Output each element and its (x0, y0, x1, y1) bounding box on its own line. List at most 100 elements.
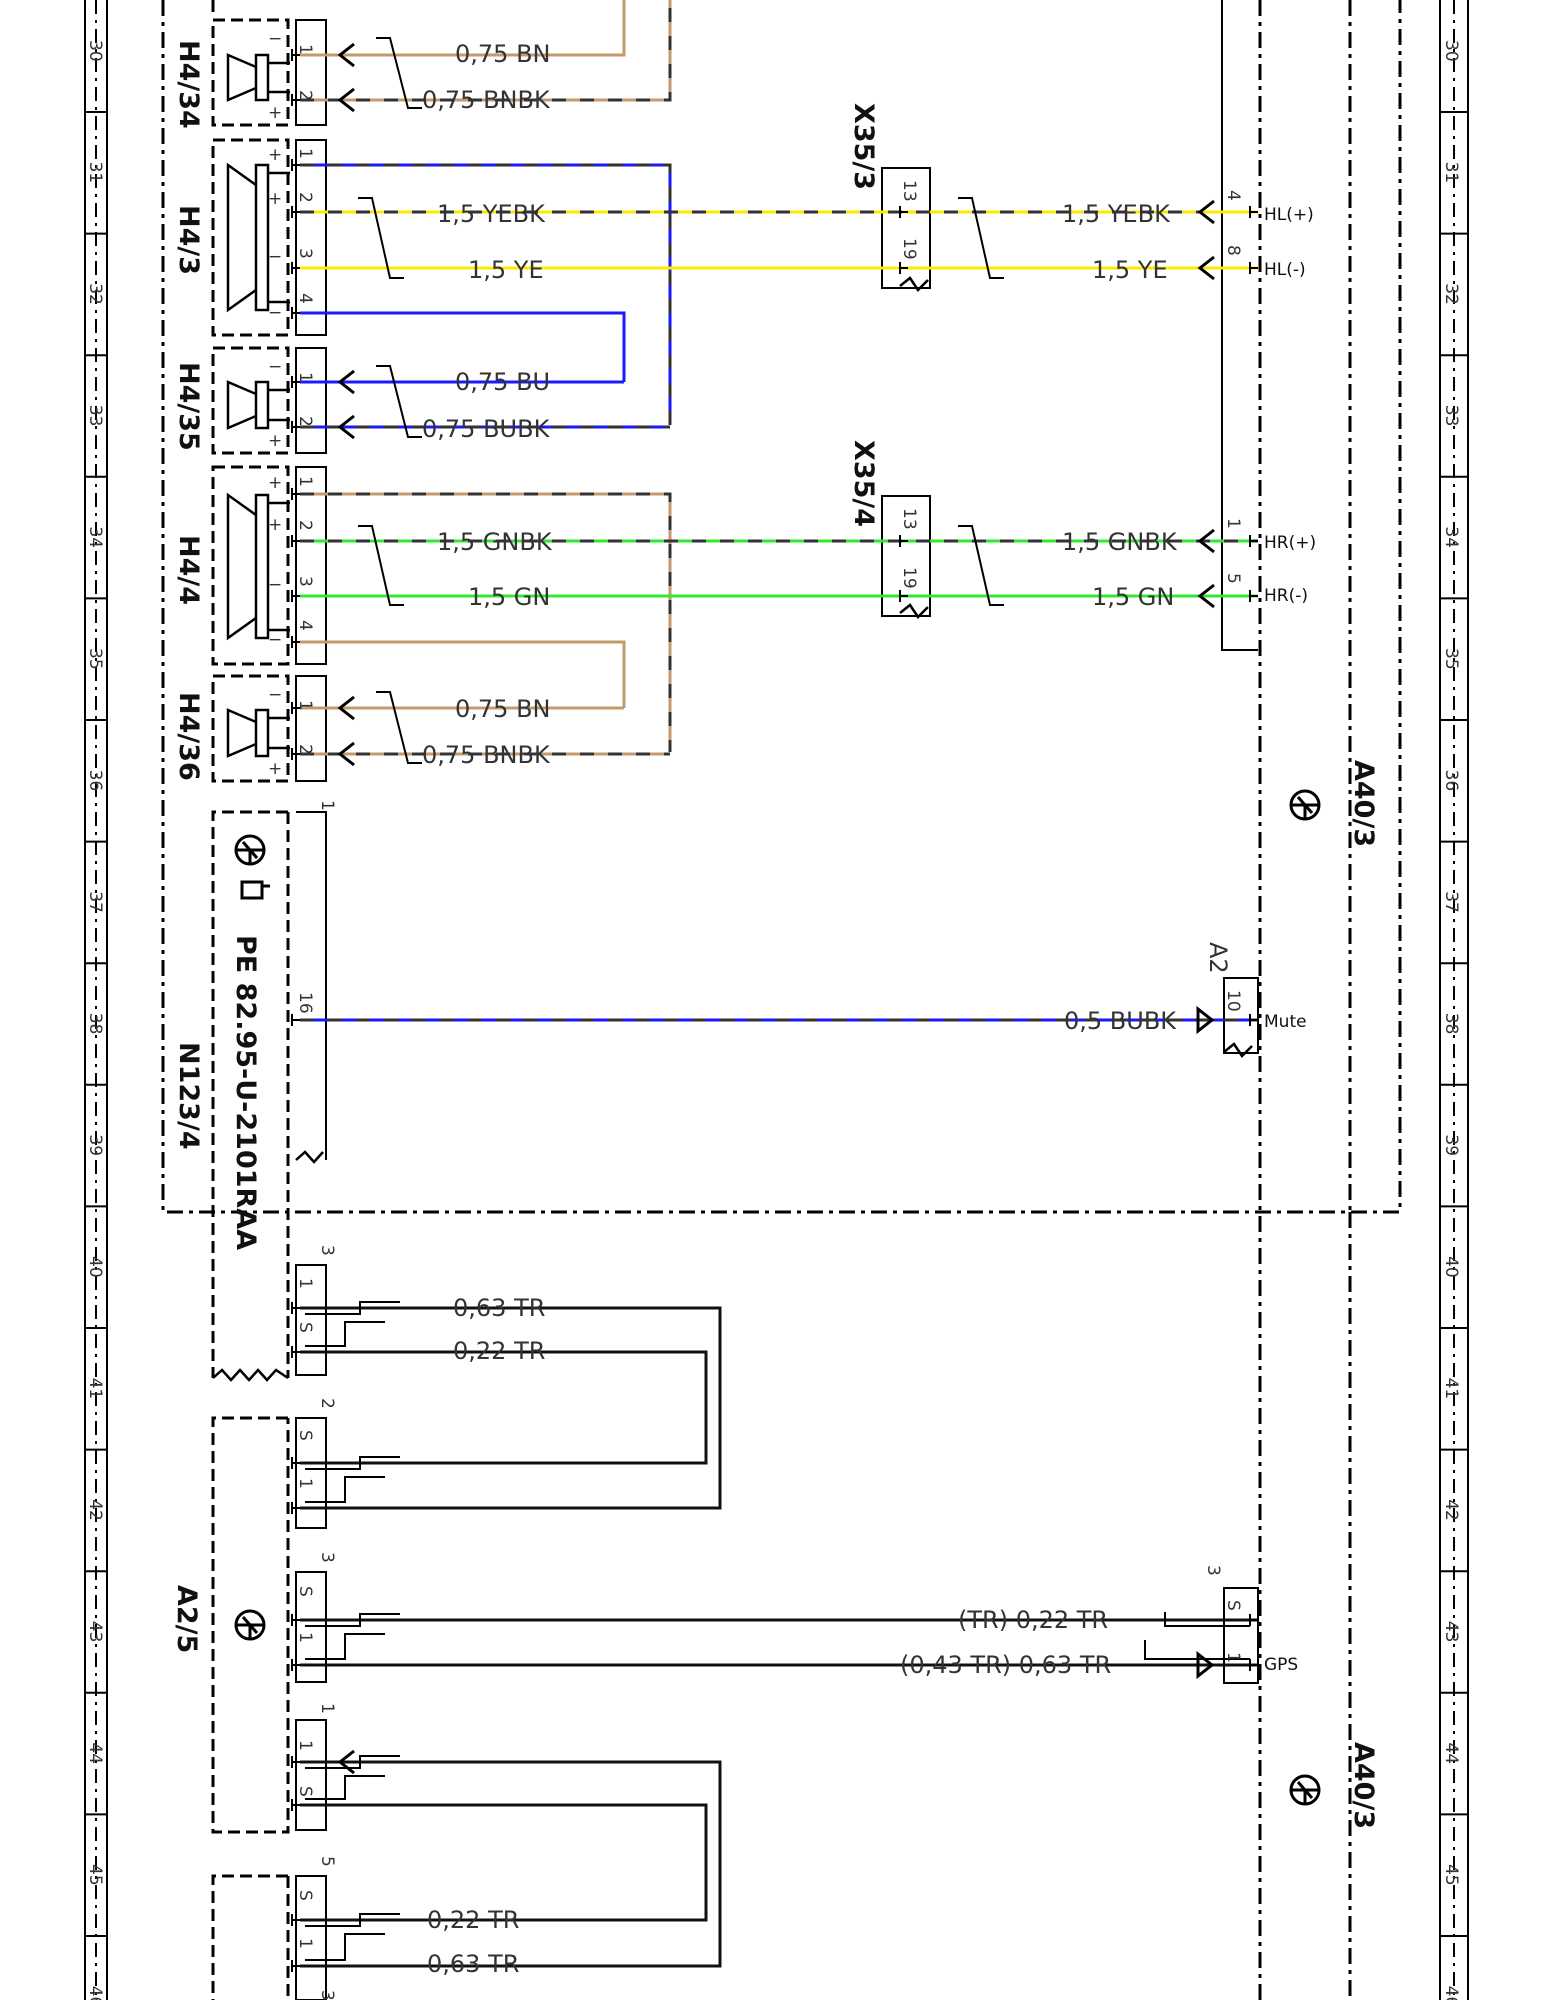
row-number: 39 (1441, 1134, 1461, 1156)
svg-text:1: 1 (295, 1278, 315, 1289)
wire-label: 0,22 TR (427, 1906, 519, 1934)
pin-terminal (291, 262, 300, 274)
speaker-icon (226, 162, 290, 313)
a2-5-frame (211, 1416, 290, 1834)
pin-terminal (1249, 262, 1258, 274)
h4-3-frame (211, 138, 290, 337)
svg-text:1: 1 (295, 1938, 315, 1949)
svg-text:3: 3 (295, 248, 315, 259)
twist-mark (376, 37, 422, 109)
svg-text:−: − (268, 303, 282, 323)
svg-text:13: 13 (899, 508, 919, 530)
svg-text:1: 1 (1223, 1652, 1243, 1663)
n123-4-frame (161, 0, 1402, 1214)
row-number: 37 (1441, 891, 1461, 913)
right-ruler (1439, 0, 1469, 2000)
row-number: 33 (1441, 405, 1461, 427)
speaker-icon (226, 380, 290, 430)
pin-terminal (291, 1457, 300, 1469)
wires (300, 0, 1258, 1968)
row-number: 44 (1441, 1742, 1461, 1764)
wire-label: 0,5 BUBK (1064, 1007, 1177, 1035)
svg-text:4: 4 (1223, 190, 1243, 201)
speakers (226, 53, 290, 758)
terminal-arrow (1197, 255, 1215, 281)
h4-34-frame (211, 18, 290, 127)
row-number: 31 (1441, 162, 1461, 184)
wire-label: 1,5 GNBK (437, 528, 553, 556)
wire-label: 0,75 BN (455, 40, 550, 68)
terminal-arrow (1197, 583, 1215, 609)
svg-text:S: S (295, 1430, 315, 1441)
tag-a40-3-top: A40/3 (1348, 760, 1379, 847)
twist-mark (958, 197, 1004, 279)
row-number: 43 (85, 1621, 105, 1643)
svg-text:2: 2 (295, 192, 315, 203)
wire-label: 1,5 GNBK (1062, 528, 1178, 556)
pin-terminal (291, 535, 300, 547)
svg-text:1: 1 (295, 372, 315, 383)
terminal-arrow (1196, 1650, 1215, 1680)
svg-text:13: 13 (899, 180, 919, 202)
svg-text:S: S (295, 1786, 315, 1797)
svg-text:1: 1 (295, 700, 315, 711)
h4-4-frame (211, 465, 290, 666)
pin-terminal (291, 636, 300, 648)
ground-symbol-icon (1289, 1774, 1321, 1806)
svg-text:+: + (268, 515, 282, 535)
svg-text:S: S (295, 1586, 315, 1597)
svg-text:S: S (1223, 1600, 1243, 1611)
tag-a40-3-bottom: A40/3 (1348, 1742, 1379, 1829)
wire-break-slashes (358, 37, 1004, 764)
svg-text:2: 2 (295, 744, 315, 755)
terminal-arrow (1196, 1005, 1215, 1035)
pin-terminal (291, 376, 300, 388)
signal-gps: GPS (1264, 1655, 1298, 1675)
signal-mute: Mute (1264, 1012, 1307, 1032)
row-number: 30 (85, 40, 105, 62)
pin-terminal (291, 421, 300, 433)
twist-mark (376, 365, 422, 438)
terminal-marks (291, 49, 1258, 1972)
ground-symbol-icon (234, 1609, 266, 1641)
svg-text:1: 1 (317, 800, 337, 811)
a2-5-lower-frame (211, 1874, 290, 2000)
svg-text:1: 1 (295, 1632, 315, 1643)
pin-terminal (291, 590, 300, 602)
svg-text:5: 5 (1223, 573, 1243, 584)
tag-x35-3: X35/3 (848, 103, 879, 190)
wire-stripe (300, 163, 672, 425)
pin-terminal (291, 1914, 300, 1926)
h4-36-frame (211, 674, 290, 783)
ground-symbols (234, 789, 1321, 1806)
svg-text:4: 4 (295, 620, 315, 631)
row-number: 36 (1441, 770, 1461, 792)
pin-terminal (1249, 1614, 1258, 1626)
tag-h4-3: H4/3 (173, 205, 204, 275)
pin-terminal (899, 590, 908, 602)
wire-label: 0,22 TR (453, 1337, 545, 1365)
wire-label: 0,75 BNBK (422, 741, 551, 769)
svg-text:2: 2 (295, 416, 315, 427)
row-number: 38 (1441, 1013, 1461, 1035)
svg-text:19: 19 (899, 567, 919, 589)
ground-symbol-icon (1289, 789, 1321, 821)
row-number: 34 (1441, 526, 1461, 548)
tag-a2-5: A2/5 (171, 1585, 202, 1653)
polarity-marks: − + + + − − − + + + − − − + (268, 29, 282, 779)
svg-text:+: + (268, 189, 282, 209)
svg-text:1: 1 (295, 1478, 315, 1489)
row-number: 37 (85, 891, 105, 913)
twist-mark (358, 197, 404, 279)
wire-stripe (300, 492, 672, 752)
row-number: 44 (85, 1742, 105, 1764)
terminal-arrow (337, 741, 355, 767)
speaker-icon (226, 53, 290, 102)
doc-reference: PE 82.95-U-2101RAA (230, 935, 261, 1250)
terminal-arrow (337, 87, 355, 113)
svg-text:+: + (268, 145, 282, 165)
svg-text:3: 3 (295, 576, 315, 587)
pin-terminal (1249, 1014, 1258, 1026)
svg-text:1: 1 (1223, 518, 1243, 529)
terminal-arrow (337, 1749, 355, 1775)
